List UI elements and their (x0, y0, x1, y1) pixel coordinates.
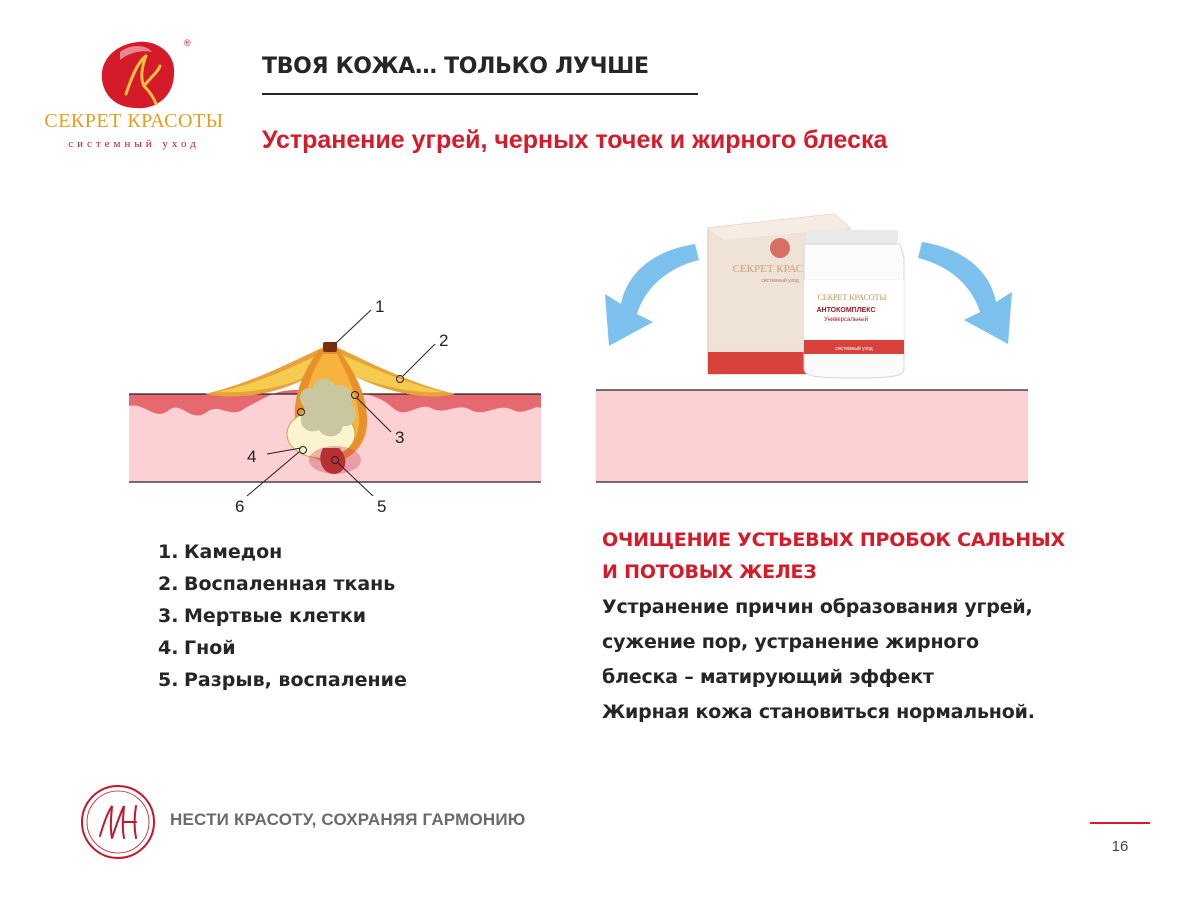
legend-item: 3.Мертвые клетки (158, 605, 367, 627)
legend-item: 2.Воспаленная ткань (158, 573, 396, 595)
box-logo-icon (770, 238, 790, 258)
dead-cells (299, 378, 357, 437)
brand-tagline: системный уход (68, 138, 200, 150)
diagram-label-2: 2 (439, 331, 448, 350)
legend-item: 1.Камедон (158, 541, 283, 563)
diagram-label-6: 6 (235, 497, 244, 516)
jar-brand: СЕКРЕТ КРАСОТЫ (818, 293, 887, 302)
diagram-label-5: 5 (377, 497, 386, 516)
treated-skin-illustration (596, 389, 1028, 483)
page-number: 16 (1111, 838, 1129, 855)
comedone (323, 342, 337, 352)
diagram-label-4: 4 (247, 447, 256, 466)
diagram-label-3: 3 (395, 428, 404, 447)
acne-cross-section-diagram: 1 2 3 4 5 6 (129, 297, 541, 516)
registered-mark: ® (184, 38, 191, 48)
box-tagline: системный уход (761, 277, 798, 284)
product-image: СЕКРЕТ КРАСОТЫ системный уход СЕКРЕТ КРА… (707, 213, 905, 379)
diagram-label-1: 1 (375, 297, 384, 316)
rupture (320, 448, 346, 474)
benefit-heading: ОЧИЩЕНИЕ УСТЬЕВЫХ ПРОБОК САЛЬНЫХ И ПОТОВ… (602, 529, 1065, 583)
jar-product-name: АНТОКОМПЛЕКС (816, 307, 875, 314)
benefit-description: Устранение причин образования угрей, суж… (602, 596, 1035, 723)
curved-arrow-left-icon (605, 244, 699, 346)
monogram-circle-logo-icon (81, 785, 155, 859)
diagram-legend: 1.Камедон 2.Воспаленная ткань 3.Мертвые … (158, 536, 407, 696)
brand-logo-icon: ® (101, 38, 191, 109)
legend-item: 4.Гной (158, 637, 236, 659)
legend-item: 5.Разрыв, воспаление (158, 669, 407, 691)
page-subtitle: Устранение угрей, черных точек и жирного… (262, 126, 888, 154)
jar-variant: Универсальный (824, 316, 868, 323)
brand-name: СЕКРЕТ КРАСОТЫ (44, 110, 224, 132)
footer-slogan: НЕСТИ КРАСОТУ, СОХРАНЯЯ ГАРМОНИЮ (170, 810, 526, 829)
curved-arrow-right-icon (918, 242, 1012, 344)
title-underline (262, 93, 698, 95)
jar-tagline: системный уход (835, 345, 872, 352)
page-title: ТВОЯ КОЖА… ТОЛЬКО ЛУЧШЕ (262, 54, 649, 79)
page-number-rule (1090, 822, 1150, 824)
